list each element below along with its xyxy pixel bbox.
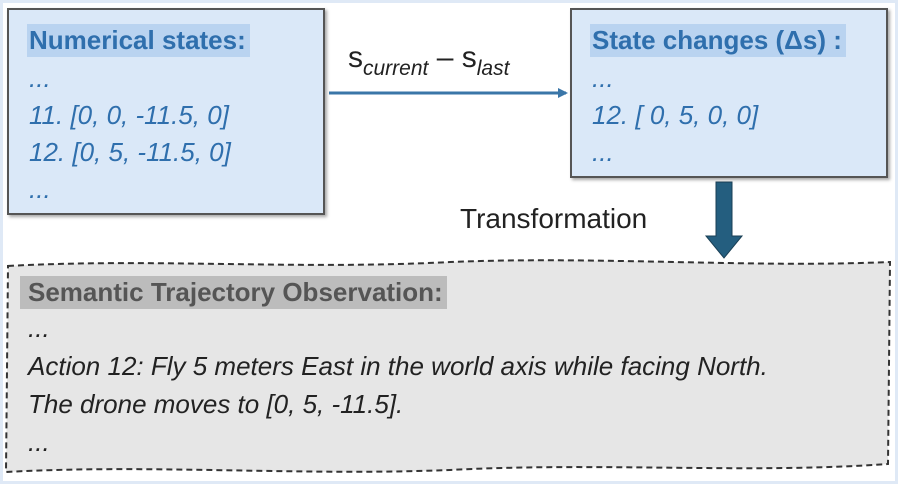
semantic-box — [4, 259, 892, 474]
formula-s-current: s — [348, 41, 363, 74]
formula-sub-current: current — [363, 57, 429, 80]
semantic-observation: Semantic Trajectory Observation: ... Act… — [20, 276, 880, 461]
numerical-states-box: Numerical states: ... 11. [0, 0, -11.5, … — [7, 8, 325, 215]
numerical-state-line: ... — [29, 63, 51, 93]
state-changes-title: State changes (Δs) : — [590, 24, 846, 57]
formula-s-last: s — [461, 41, 477, 74]
transformation-label: Transformation — [460, 203, 648, 234]
transformation-arrow — [704, 181, 744, 259]
semantic-line: Action 12: Fly 5 meters East in the worl… — [28, 351, 768, 381]
state-changes-box: State changes (Δs) : ... 12. [ 0, 5, 0, … — [570, 8, 888, 178]
semantic-line: ... — [28, 427, 50, 457]
numerical-state-line: 11. [0, 0, -11.5, 0] — [29, 100, 229, 130]
difference-formula: scurrent – slast — [348, 40, 510, 80]
semantic-line: ... — [28, 313, 50, 343]
formula-minus: – — [428, 41, 462, 74]
numerical-state-line: 12. [0, 5, -11.5, 0] — [29, 137, 231, 167]
numerical-state-line: ... — [29, 174, 51, 204]
semantic-line: The drone moves to [0, 5, -11.5]. — [28, 389, 404, 419]
state-change-line: ... — [592, 137, 614, 167]
numerical-states-title: Numerical states: — [27, 24, 250, 57]
state-change-line: ... — [592, 63, 614, 93]
formula-sub-last: last — [476, 57, 510, 80]
semantic-title: Semantic Trajectory Observation: — [20, 276, 447, 309]
state-change-line: 12. [ 0, 5, 0, 0] — [592, 100, 759, 130]
